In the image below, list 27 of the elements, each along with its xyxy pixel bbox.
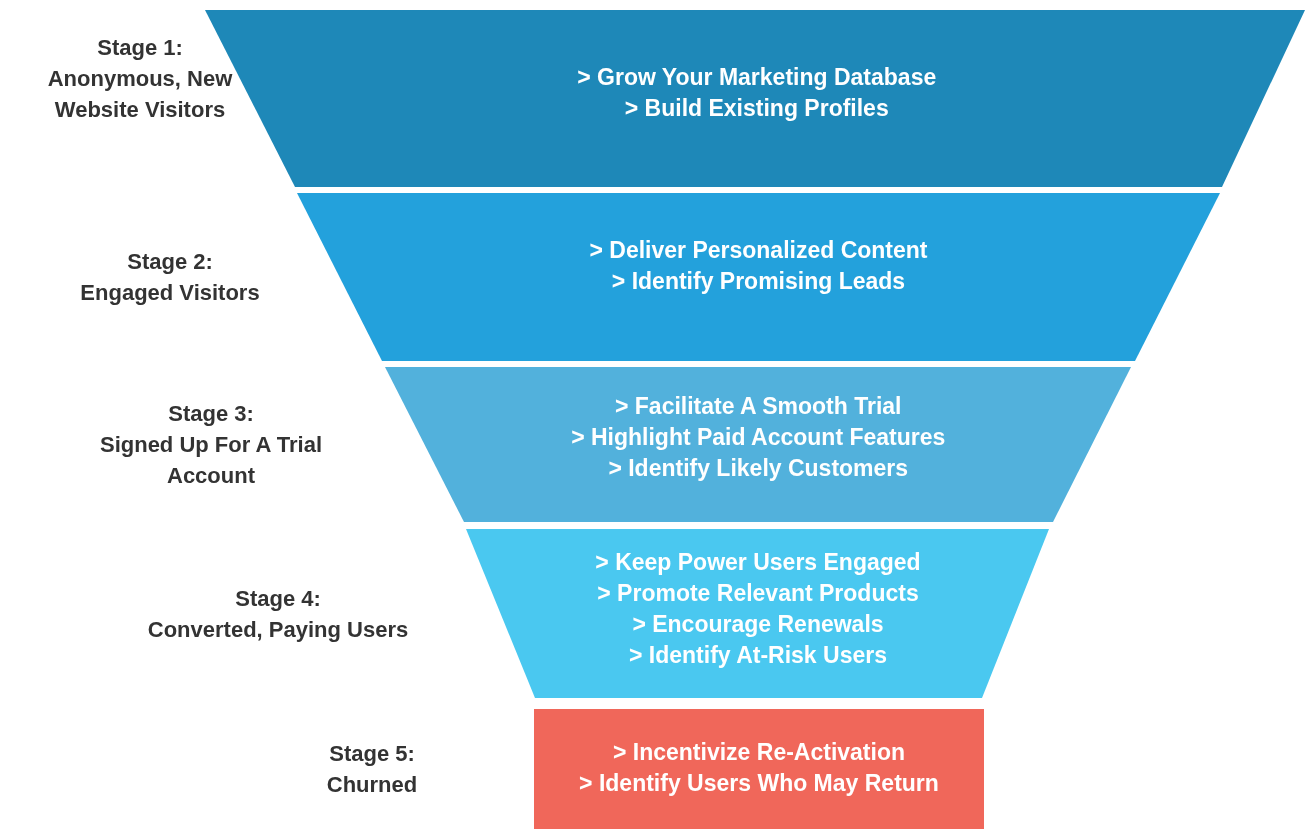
action-text: > Keep Power Users Engaged: [595, 548, 921, 577]
action-text: > Deliver Personalized Content: [589, 236, 928, 265]
stage-label: Stage 3:: [168, 400, 254, 428]
stage-label: Signed Up For A Trial Account: [98, 431, 324, 490]
action-text: > Encourage Renewals: [632, 610, 884, 639]
action-text: > Facilitate A Smooth Trial: [615, 392, 902, 421]
stage-label: Stage 1:: [97, 34, 183, 62]
action-text: > Grow Your Marketing Database: [577, 63, 937, 92]
stage-label: Stage 5:: [329, 740, 415, 768]
stage-label: Churned: [326, 771, 418, 799]
action-text: > Identify Users Who May Return: [579, 769, 939, 798]
action-text: > Identify Promising Leads: [611, 267, 906, 296]
action-text: > Build Existing Profiles: [624, 94, 889, 123]
stage-label: Engaged Visitors: [80, 279, 260, 307]
stage-label: Converted, Paying Users: [147, 615, 409, 644]
stage-label: Stage 4:: [235, 584, 321, 613]
stage-label: Anonymous, New Website Visitors: [46, 65, 234, 124]
funnel-segment: [297, 193, 1220, 361]
action-text: > Identify Likely Customers: [608, 454, 909, 483]
funnel-segment: [466, 529, 1049, 698]
action-text: > Highlight Paid Account Features: [571, 423, 946, 452]
funnel-segment: [534, 709, 984, 829]
stage-label: Stage 2:: [127, 248, 213, 276]
funnel-segment: [385, 367, 1131, 522]
action-text: > Identify At-Risk Users: [629, 641, 887, 670]
action-text: > Promote Relevant Products: [597, 579, 919, 608]
action-text: > Incentivize Re-Activation: [612, 738, 906, 767]
